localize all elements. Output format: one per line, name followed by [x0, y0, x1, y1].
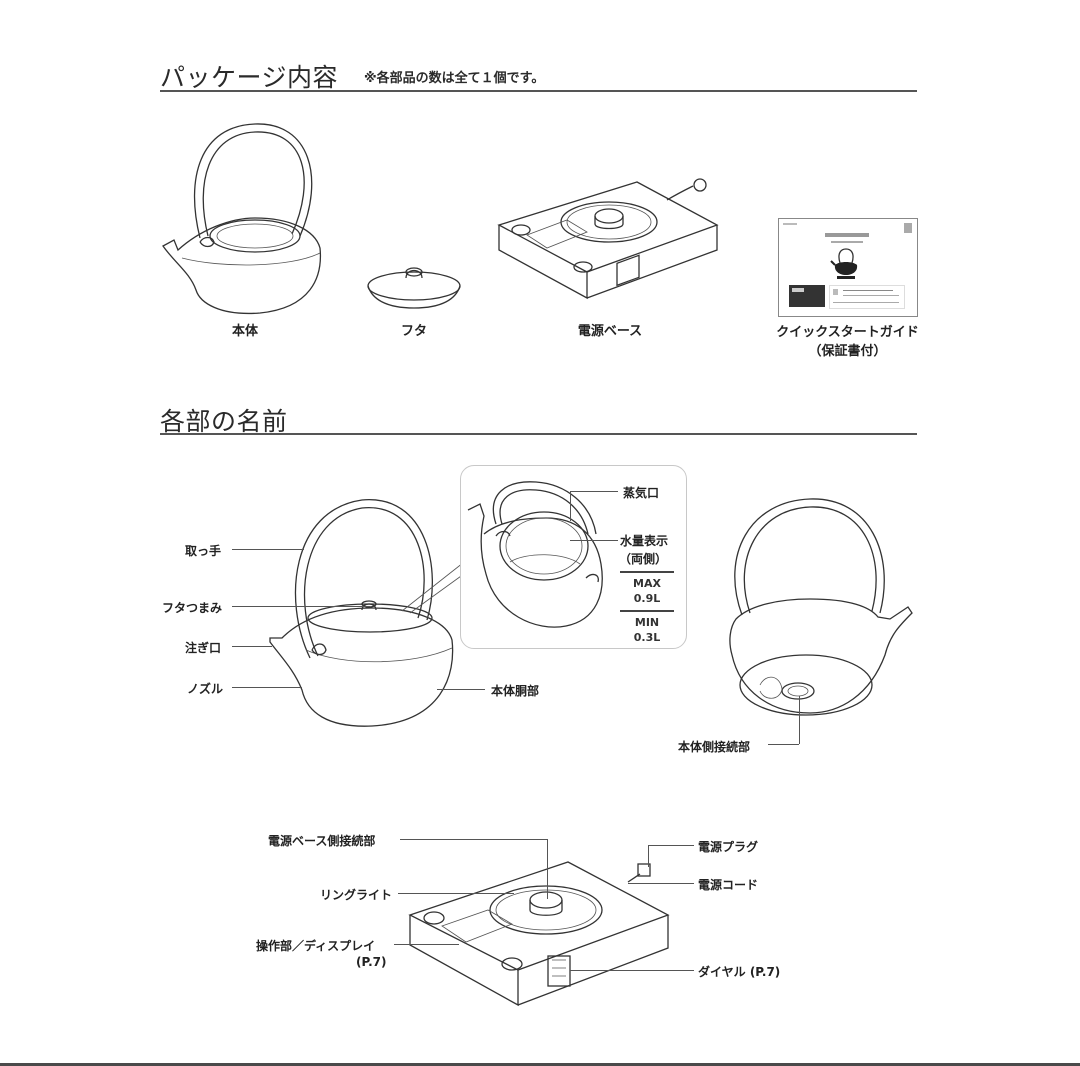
label-spout-opening: 注ぎ口	[185, 641, 222, 655]
label-lid-knob: フタつまみ	[162, 601, 223, 615]
leader-steam-vent-v	[570, 491, 571, 521]
label-base-connector: 電源ベース側接続部	[268, 834, 376, 848]
package-section-rule	[160, 90, 917, 92]
label-body-barrel: 本体胴部	[491, 684, 540, 698]
leader-power-cord	[628, 883, 694, 884]
label-control-display: 操作部／ディスプレイ	[256, 939, 376, 953]
inset-callout-lines	[401, 558, 469, 614]
label-handle: 取っ手	[185, 544, 222, 558]
guide-kettle-icon	[830, 248, 858, 279]
package-item-power-base-label: 電源ベース	[577, 324, 643, 339]
min-rule	[620, 610, 674, 612]
package-item-guide-label: クイックスタートガイド	[776, 325, 919, 340]
parts-section-rule	[160, 433, 917, 435]
power-base-detail-illustration	[408, 861, 670, 1007]
label-nozzle: ノズル	[187, 682, 224, 696]
label-ring-light: リングライト	[320, 888, 393, 902]
leader-water-level	[570, 540, 618, 541]
lid-illustration	[367, 267, 461, 309]
leader-power-plug-h	[648, 845, 694, 846]
label-water-level-sub: （両側）	[619, 552, 668, 566]
package-item-lid-label: フタ	[400, 324, 427, 339]
leader-steam-vent-h	[570, 491, 618, 492]
package-section-title: パッケージ内容	[160, 63, 339, 92]
label-control-display-ref: (P.7)	[356, 955, 387, 969]
leader-body-barrel	[437, 689, 485, 690]
kettle-bottom-illustration	[729, 498, 913, 716]
leader-nozzle	[232, 687, 302, 688]
package-section-note: ※各部品の数は全て１個です。	[364, 71, 545, 86]
leader-handle	[232, 549, 304, 550]
max-rule	[620, 571, 674, 573]
leader-lid-knob	[232, 606, 370, 607]
kettle-body-illustration	[162, 123, 322, 315]
min-value: 0.3L	[633, 631, 661, 644]
max-label: MAX	[633, 577, 661, 590]
label-power-plug: 電源プラグ	[698, 840, 759, 854]
quick-start-guide-illustration	[778, 218, 918, 317]
kettle-top-illustration	[467, 481, 603, 628]
leader-ring-light	[398, 893, 514, 894]
page-bottom-bar	[0, 1063, 1080, 1066]
package-item-body-label: 本体	[231, 324, 258, 339]
leader-body-connector-v	[799, 696, 800, 744]
label-water-level: 水量表示	[620, 534, 669, 548]
leader-body-connector-h	[768, 744, 799, 745]
leader-dial	[570, 970, 694, 971]
kettle-side-illustration	[269, 499, 454, 727]
leader-power-plug-v	[648, 845, 649, 867]
min-label: MIN	[634, 616, 660, 629]
leader-base-connector-v	[547, 839, 548, 899]
leader-base-connector-h	[400, 839, 548, 840]
label-body-connector: 本体側接続部	[678, 740, 751, 754]
parts-section-title: 各部の名前	[160, 407, 288, 436]
label-power-cord: 電源コード	[698, 878, 759, 892]
leader-control-display	[394, 944, 459, 945]
package-item-guide-sublabel: （保証書付）	[808, 344, 887, 359]
label-dial: ダイヤル (P.7)	[698, 965, 781, 979]
label-steam-vent: 蒸気口	[623, 486, 660, 500]
power-base-illustration	[497, 178, 719, 300]
leader-spout-opening	[232, 646, 272, 647]
max-value: 0.9L	[633, 592, 661, 605]
